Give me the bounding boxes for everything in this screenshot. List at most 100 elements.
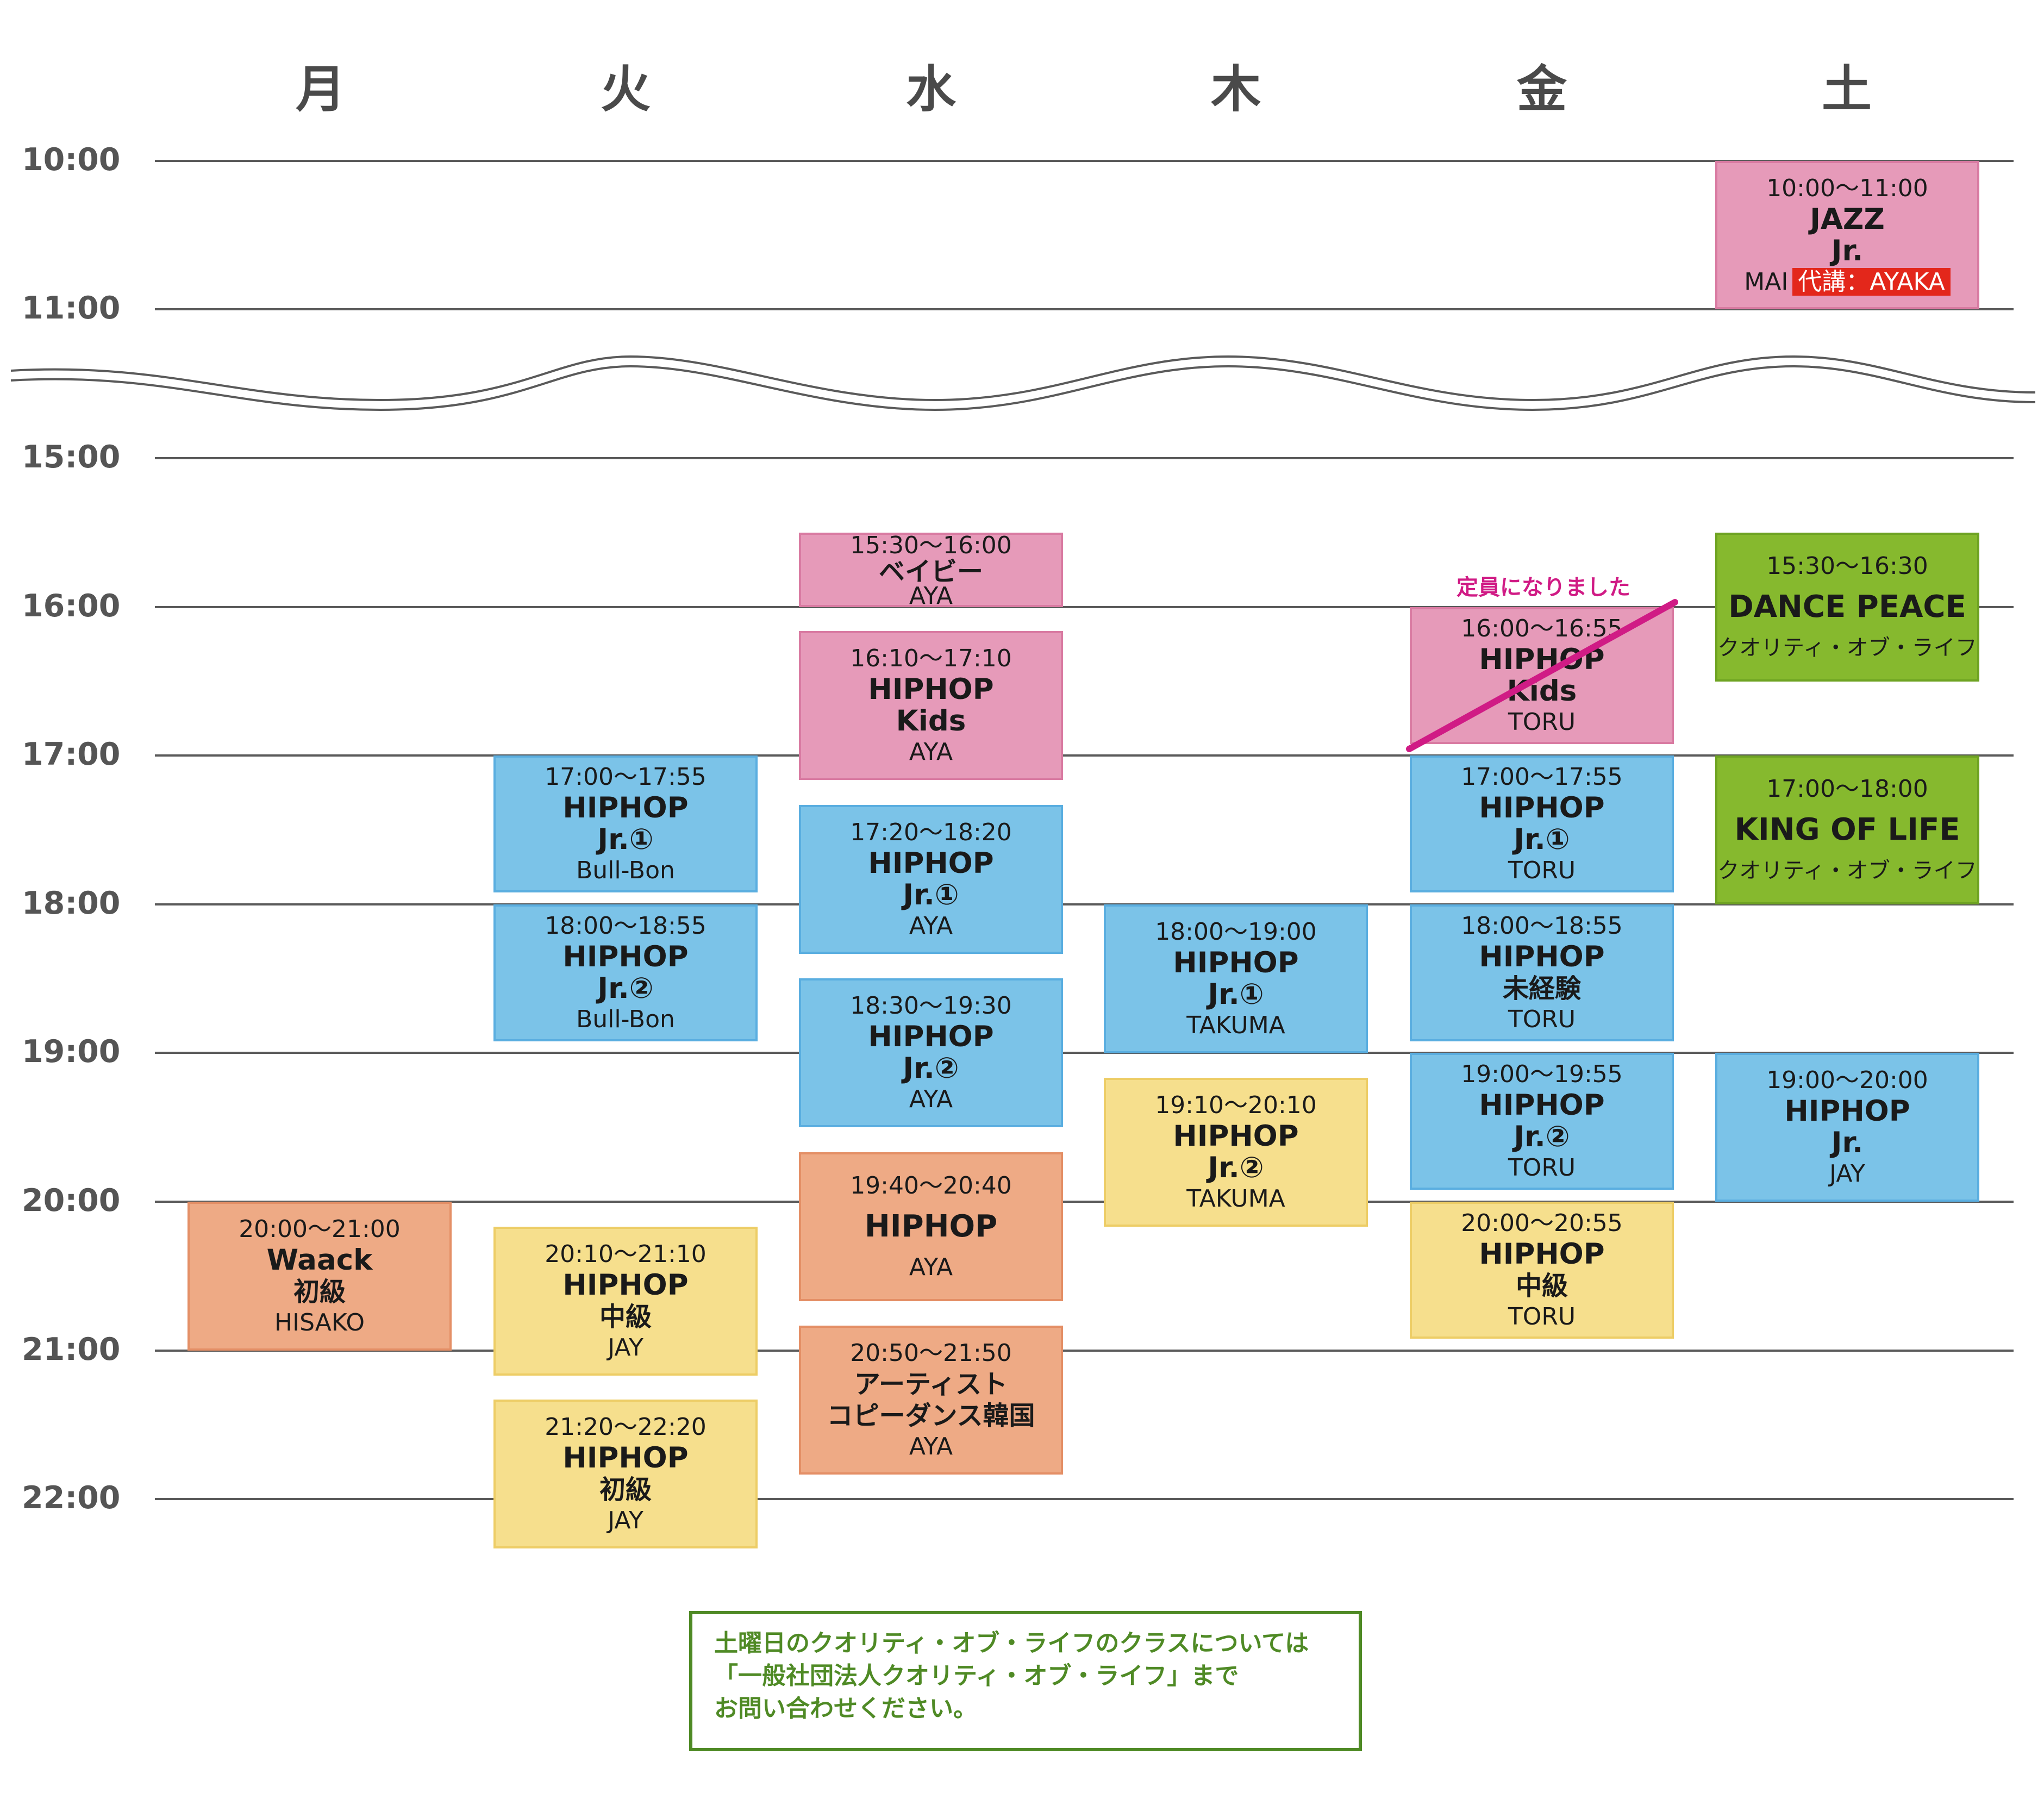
class-teacher: AYA xyxy=(909,1253,953,1281)
class-teacher: MAI xyxy=(1744,267,1789,296)
class-name: HIPHOP xyxy=(562,1441,689,1475)
class-name: ベイビー xyxy=(878,556,983,587)
day-header-monday: 月 xyxy=(295,60,346,118)
class-time: 20:50〜21:50 xyxy=(850,1339,1012,1367)
grid-line-1900 xyxy=(155,1052,2014,1054)
class-teacher: TORU xyxy=(1508,1005,1576,1033)
grid-line-1500 xyxy=(155,457,2014,459)
substitute-teacher-badge: 代講：AYAKA xyxy=(1792,267,1951,296)
class-level: 初級 xyxy=(293,1277,346,1307)
class-block[interactable]: 19:10〜20:10 HIPHOP Jr.② TAKUMA xyxy=(1104,1078,1368,1227)
time-label-1600: 16:00 xyxy=(22,588,121,624)
class-time: 21:20〜22:20 xyxy=(545,1413,707,1441)
class-block[interactable]: 19:00〜20:00 HIPHOP Jr. JAY xyxy=(1715,1053,1979,1202)
class-block[interactable]: 15:30〜16:00 ベイビー AYA xyxy=(799,533,1063,607)
class-block[interactable]: 19:40〜20:40 HIPHOP AYA xyxy=(799,1152,1063,1301)
class-level: Jr.① xyxy=(1208,978,1264,1011)
class-block[interactable]: 17:20〜18:20 HIPHOP Jr.① AYA xyxy=(799,805,1063,954)
class-name: HIPHOP xyxy=(1784,1095,1910,1128)
class-block[interactable]: 20:10〜21:10 HIPHOP 中級 JAY xyxy=(493,1227,758,1376)
time-label-1100: 11:00 xyxy=(22,290,121,326)
class-teacher: TAKUMA xyxy=(1186,1185,1285,1213)
grid-line-1000 xyxy=(155,160,2014,162)
class-time: 20:10〜21:10 xyxy=(545,1240,707,1268)
class-time: 17:20〜18:20 xyxy=(850,819,1012,846)
class-block[interactable]: 17:00〜17:55 HIPHOP Jr.① Bull-Bon xyxy=(493,755,758,892)
class-level: Jr.② xyxy=(597,972,654,1005)
class-level: Jr.② xyxy=(903,1052,959,1085)
grid-line-1100 xyxy=(155,308,2014,310)
class-name: HIPHOP xyxy=(1173,1120,1299,1153)
time-label-1800: 18:00 xyxy=(22,885,121,921)
class-block[interactable]: 20:00〜21:00 Waack 初級 HISAKO xyxy=(187,1202,452,1351)
class-teacher: TORU xyxy=(1508,857,1576,884)
grid-line-2200 xyxy=(155,1498,2014,1500)
class-teacher: TORU xyxy=(1508,708,1576,736)
class-teacher: AYA xyxy=(909,912,953,940)
day-header-thursday: 木 xyxy=(1210,60,1261,118)
class-teacher: TORU xyxy=(1508,1303,1576,1331)
class-name: HIPHOP xyxy=(864,1209,998,1244)
class-name: DANCE PEACE xyxy=(1728,589,1966,624)
class-name: アーティスト xyxy=(854,1369,1008,1400)
notice-line: 土曜日のクオリティ・オブ・ライフのクラスについては xyxy=(714,1629,1309,1657)
class-teacher: JAY xyxy=(608,1507,643,1534)
class-time: 19:40〜20:40 xyxy=(850,1172,1012,1200)
class-name: HIPHOP xyxy=(1479,791,1605,825)
day-header-tuesday: 火 xyxy=(600,60,651,118)
grid-line-2100 xyxy=(155,1350,2014,1352)
class-time: 20:00〜21:00 xyxy=(239,1215,401,1243)
class-teacher: TORU xyxy=(1508,1154,1576,1182)
class-block[interactable]: 21:20〜22:20 HIPHOP 初級 JAY xyxy=(493,1400,758,1548)
class-block[interactable]: 17:00〜18:00 KING OF LIFE クオリティ・オブ・ライフ xyxy=(1715,755,1979,904)
notice-line: 「一般社団法人クオリティ・オブ・ライフ」まで xyxy=(714,1662,1239,1690)
time-label-1000: 10:00 xyxy=(22,142,121,178)
time-break-wave xyxy=(10,355,2036,411)
class-level: Jr.② xyxy=(1208,1151,1264,1184)
notice-line: お問い合わせください。 xyxy=(714,1695,977,1722)
class-name: HIPHOP xyxy=(1479,940,1605,973)
class-time: 19:10〜20:10 xyxy=(1155,1091,1317,1119)
class-block[interactable]: 20:50〜21:50 アーティスト コピーダンス韓国 AYA xyxy=(799,1326,1063,1475)
class-block[interactable]: 17:00〜17:55 HIPHOP Jr.① TORU xyxy=(1410,755,1674,892)
class-time: 18:00〜19:00 xyxy=(1155,918,1317,946)
class-name: HIPHOP xyxy=(1479,1089,1605,1122)
class-teacher: クオリティ・オブ・ライフ xyxy=(1717,858,1977,883)
class-level: 初級 xyxy=(599,1475,652,1505)
class-teacher: AYA xyxy=(909,582,953,607)
class-time: 18:30〜19:30 xyxy=(850,992,1012,1020)
class-teacher: AYA xyxy=(909,738,953,766)
class-block[interactable]: 18:00〜18:55 HIPHOP Jr.② Bull-Bon xyxy=(493,904,758,1041)
class-level: 中級 xyxy=(1515,1271,1568,1301)
class-block[interactable]: 18:00〜18:55 HIPHOP 未経験 TORU xyxy=(1410,904,1674,1041)
class-time: 17:00〜17:55 xyxy=(545,763,707,791)
grid-line-1600 xyxy=(155,606,2014,608)
class-block[interactable]: 20:00〜20:55 HIPHOP 中級 TORU xyxy=(1410,1202,1674,1339)
class-level: 中級 xyxy=(599,1302,652,1332)
class-name: HIPHOP xyxy=(1173,946,1299,979)
time-label-2100: 21:00 xyxy=(22,1332,121,1367)
day-header-wednesday: 水 xyxy=(905,60,956,118)
class-time: 10:00〜11:00 xyxy=(1766,174,1928,202)
day-header-friday: 金 xyxy=(1516,60,1567,118)
class-level: Jr.① xyxy=(903,878,959,911)
class-time: 15:30〜16:30 xyxy=(1766,552,1928,580)
class-teacher: JAY xyxy=(608,1334,643,1361)
class-block[interactable]: 18:30〜19:30 HIPHOP Jr.② AYA xyxy=(799,978,1063,1127)
class-level: Jr. xyxy=(1831,1126,1864,1159)
class-block[interactable]: 18:00〜19:00 HIPHOP Jr.① TAKUMA xyxy=(1104,904,1368,1053)
class-name: JAZZ xyxy=(1810,202,1885,236)
class-time: 15:30〜16:00 xyxy=(850,533,1012,559)
class-block[interactable]: 19:00〜19:55 HIPHOP Jr.② TORU xyxy=(1410,1053,1674,1190)
time-label-1500: 15:00 xyxy=(22,439,121,475)
class-block[interactable]: 16:10〜17:10 HIPHOP Kids AYA xyxy=(799,631,1063,780)
class-block[interactable]: 15:30〜16:30 DANCE PEACE クオリティ・オブ・ライフ xyxy=(1715,533,1979,682)
class-teacher: クオリティ・オブ・ライフ xyxy=(1717,635,1977,660)
class-time: 19:00〜19:55 xyxy=(1461,1060,1623,1088)
grid-line-1800 xyxy=(155,903,2014,905)
time-label-2200: 22:00 xyxy=(22,1480,121,1516)
